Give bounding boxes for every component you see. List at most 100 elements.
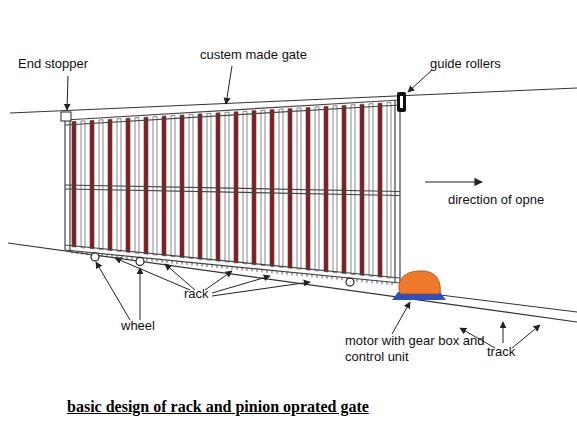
gate-bar (315, 107, 319, 271)
gate-frame (69, 120, 70, 251)
rack-tooth (167, 260, 168, 263)
gate-bar (369, 104, 373, 277)
rack-tooth (72, 251, 73, 254)
gate-bar (360, 104, 364, 275)
gate-frame (65, 245, 400, 278)
leader-line (512, 325, 540, 348)
rack-tooth (107, 254, 108, 257)
gate-bar (351, 105, 355, 275)
gate-bar (180, 115, 184, 258)
track-line (8, 243, 577, 322)
gate-bar (288, 108, 292, 268)
end-stopper (61, 112, 71, 121)
gate-bar (306, 107, 310, 270)
gate-bar (297, 108, 301, 269)
rack-tooth (207, 264, 208, 267)
rack-tooth (272, 270, 273, 273)
gate-bar (144, 117, 148, 254)
guide-roller (397, 92, 406, 112)
leader-line (205, 271, 232, 290)
gate-frame (65, 105, 400, 125)
rack-tooth (267, 270, 268, 273)
rack-tooth (177, 261, 178, 264)
rack-tooth (362, 279, 363, 282)
rack-tooth (292, 272, 293, 275)
gate-bar (81, 121, 85, 248)
gate-bar (225, 112, 229, 262)
rack-tooth (162, 260, 163, 263)
gate-bar (135, 118, 139, 254)
rack-tooth (312, 274, 313, 277)
gate-bar (198, 114, 202, 260)
rack-tooth (77, 251, 78, 254)
rack-tooth (322, 275, 323, 278)
rack-tooth (317, 275, 318, 278)
gate-bar (261, 110, 265, 266)
gate-bar (72, 121, 76, 247)
gate-bar (189, 114, 193, 258)
rack-tooth (247, 268, 248, 271)
rack-tooth (172, 261, 173, 264)
gate-frame (399, 100, 400, 283)
leader-line (212, 282, 310, 296)
rack-tooth (187, 262, 188, 265)
rack-tooth (202, 263, 203, 266)
gate-bar (387, 103, 391, 279)
rack-tooth (262, 269, 263, 272)
direction-arrow (425, 181, 482, 182)
rack-tooth (282, 271, 283, 274)
gate-bar (270, 110, 274, 267)
rack-tooth (307, 274, 308, 277)
rack-tooth (237, 267, 238, 270)
rack-tooth (357, 279, 358, 282)
rack-tooth (257, 269, 258, 272)
leader-line (212, 276, 270, 293)
rack-tooth (377, 281, 378, 284)
gate-bar (171, 115, 175, 256)
rack-tooth (82, 252, 83, 255)
rack-tooth (302, 273, 303, 276)
rack-tooth (147, 258, 148, 261)
gate-bar (207, 113, 211, 260)
gate-bar (234, 112, 238, 263)
part-label: custem made gate (200, 47, 307, 63)
part-label: wheel (121, 318, 155, 334)
rack-tooth (112, 255, 113, 258)
rack-tooth (332, 276, 333, 279)
part-label: guide rollers (430, 56, 501, 72)
gate-bar (126, 118, 130, 252)
rack-tooth (152, 259, 153, 262)
rack-tooth (192, 263, 193, 266)
gate-frame (64, 120, 65, 250)
rack-tooth (392, 282, 393, 285)
rack-tooth (197, 263, 198, 266)
rack-tooth (212, 264, 213, 267)
gate-frame (394, 100, 395, 282)
rack-tooth (222, 265, 223, 268)
part-label: End stopper (18, 56, 88, 72)
rack-tooth (132, 257, 133, 260)
rack-tooth (372, 280, 373, 283)
rack-tooth (367, 280, 368, 283)
rack-tooth (102, 254, 103, 257)
rack-tooth (182, 262, 183, 265)
rack-tooth (217, 265, 218, 268)
wheel (136, 257, 144, 265)
leader-line (115, 258, 190, 290)
rack-tooth (297, 273, 298, 276)
rack-tooth (122, 256, 123, 259)
gate-bar (153, 117, 157, 256)
gate-frame (65, 100, 400, 120)
part-label-multiline: motor with gear box and control unit (345, 333, 485, 365)
leader-line (226, 66, 232, 104)
caption: basic design of rack and pinion oprated … (67, 398, 369, 416)
leader-line (392, 302, 410, 334)
gate-frame (65, 189, 400, 196)
gate-bar (108, 119, 112, 250)
guide-line (10, 88, 577, 113)
rack-tooth (382, 281, 383, 284)
rack-tooth (287, 272, 288, 275)
part-label: track (487, 344, 515, 360)
gate-bar (378, 103, 382, 277)
gate-bar (90, 120, 94, 249)
